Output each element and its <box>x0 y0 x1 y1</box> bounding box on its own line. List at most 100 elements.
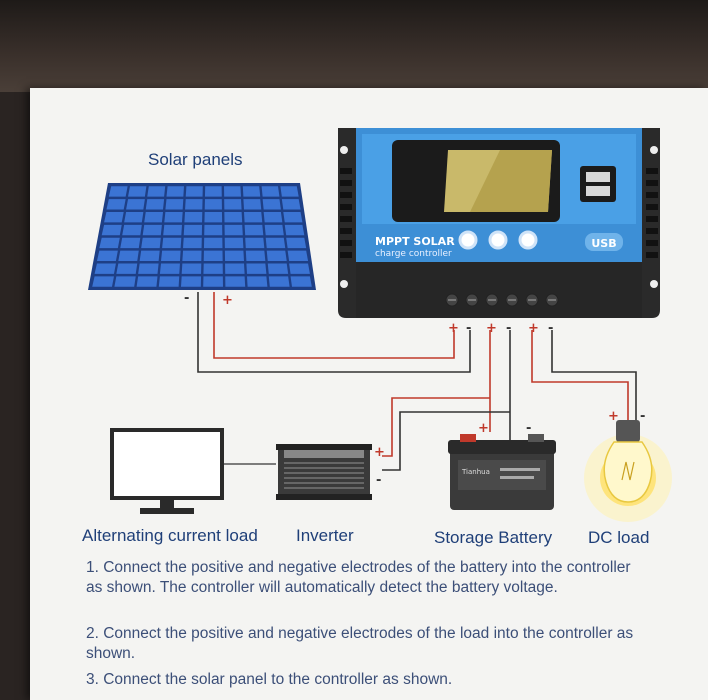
solar-cell <box>224 211 243 223</box>
controller-brand-line1: MPPT SOLAR <box>375 235 455 248</box>
solar-cell <box>261 186 280 197</box>
solar-cell <box>158 276 180 287</box>
solar-cell <box>92 276 114 287</box>
solar-cell <box>266 250 287 262</box>
controller-terminal-4: - <box>506 321 511 336</box>
solar-cell <box>181 263 202 274</box>
controller-terminal-1: + <box>448 321 459 336</box>
solar-cell <box>224 250 244 262</box>
solar-cell <box>147 186 166 197</box>
solar-cell <box>263 211 283 223</box>
inverter-rib <box>284 472 364 474</box>
solar-cell <box>182 250 202 262</box>
solar-cell <box>101 224 122 236</box>
solar-cell <box>96 250 118 262</box>
solar-cell <box>243 199 262 210</box>
monitor-icon <box>110 428 224 514</box>
solar-cell <box>265 237 286 249</box>
battery-brand: Tianhua <box>461 468 490 476</box>
heat-fin <box>646 240 658 246</box>
wires <box>197 292 637 471</box>
solar-cell <box>284 224 305 236</box>
solar-cell <box>224 237 244 249</box>
lightbulb-icon <box>584 420 672 522</box>
solar-cell <box>247 276 268 287</box>
solar-cell <box>185 186 203 197</box>
solar-cell <box>245 237 265 249</box>
solar-cell <box>128 186 147 197</box>
solar-cell <box>225 263 245 274</box>
solar-cell <box>165 199 184 210</box>
solar-terminal-pos: + <box>222 293 233 308</box>
inverter-terminal-pos: + <box>374 445 385 460</box>
heat-fin <box>340 168 352 174</box>
solar-cell <box>185 199 203 210</box>
solar-cell <box>204 199 222 210</box>
solar-cell <box>118 250 139 262</box>
solar-cell <box>124 211 144 223</box>
solar-cell <box>120 237 141 249</box>
solar-cell <box>164 211 183 223</box>
solar-cell <box>116 263 138 274</box>
battery-terminal-pos: + <box>478 421 489 436</box>
solar-cell <box>204 211 223 223</box>
heat-fin <box>646 252 658 258</box>
solar-cell <box>290 276 312 287</box>
inverter-rib <box>284 467 364 469</box>
solar-panel <box>88 183 316 290</box>
solar-cell <box>244 224 264 236</box>
heat-fin <box>646 168 658 174</box>
solar-cell <box>99 237 120 249</box>
solar-cell <box>183 237 202 249</box>
solar-cell <box>114 276 136 287</box>
enter-icon <box>518 230 538 250</box>
solar-cell <box>289 263 310 274</box>
heat-fin <box>646 180 658 186</box>
solar-cell <box>181 276 202 287</box>
solar-terminal-neg: - <box>184 291 189 306</box>
heat-fin <box>646 192 658 198</box>
solar-cell <box>161 250 181 262</box>
dc-load-label: DC load <box>588 528 650 547</box>
solar-cell <box>267 263 289 274</box>
heat-fin <box>340 228 352 234</box>
heat-fin <box>646 216 658 222</box>
heat-fin <box>646 228 658 234</box>
solar-cell <box>204 224 223 236</box>
battery-terminal-neg: - <box>526 421 531 436</box>
esc-icon <box>458 230 478 250</box>
solar-cell <box>246 263 267 274</box>
solar-cell <box>141 237 161 249</box>
heat-fin <box>340 204 352 210</box>
solar-cell <box>108 186 128 197</box>
solar-cell <box>203 276 223 287</box>
inverter-rib <box>284 487 364 489</box>
charge-controller: MPPT SOLAR charge controller USB <box>338 128 660 318</box>
solar-cell <box>283 211 303 223</box>
solar-cell <box>280 186 299 197</box>
solar-cell <box>144 211 163 223</box>
heat-fin <box>340 252 352 258</box>
solar-cell <box>126 199 145 210</box>
solar-cell <box>242 186 261 197</box>
inverter-rib <box>284 462 364 464</box>
dcload-terminal-pos: + <box>608 409 619 424</box>
solar-cell <box>224 199 242 210</box>
solar-cell <box>268 276 290 287</box>
solar-cell <box>162 237 182 249</box>
heat-fin <box>646 204 658 210</box>
solar-cell <box>203 237 223 249</box>
solar-cell <box>94 263 116 274</box>
solar-cell <box>184 211 203 223</box>
instruction-step-3: 3. Connect the solar panel to the contro… <box>86 671 453 688</box>
solar-cell <box>145 199 165 210</box>
solar-cell <box>281 199 301 210</box>
solar-cell <box>224 186 241 197</box>
solar-cell <box>224 224 243 236</box>
up-icon <box>488 230 508 250</box>
controller-terminal-3: + <box>486 321 497 336</box>
instruction-step-1: 1. Connect the positive and negative ele… <box>86 559 631 596</box>
solar-cell <box>203 263 223 274</box>
solar-cell <box>139 250 160 262</box>
